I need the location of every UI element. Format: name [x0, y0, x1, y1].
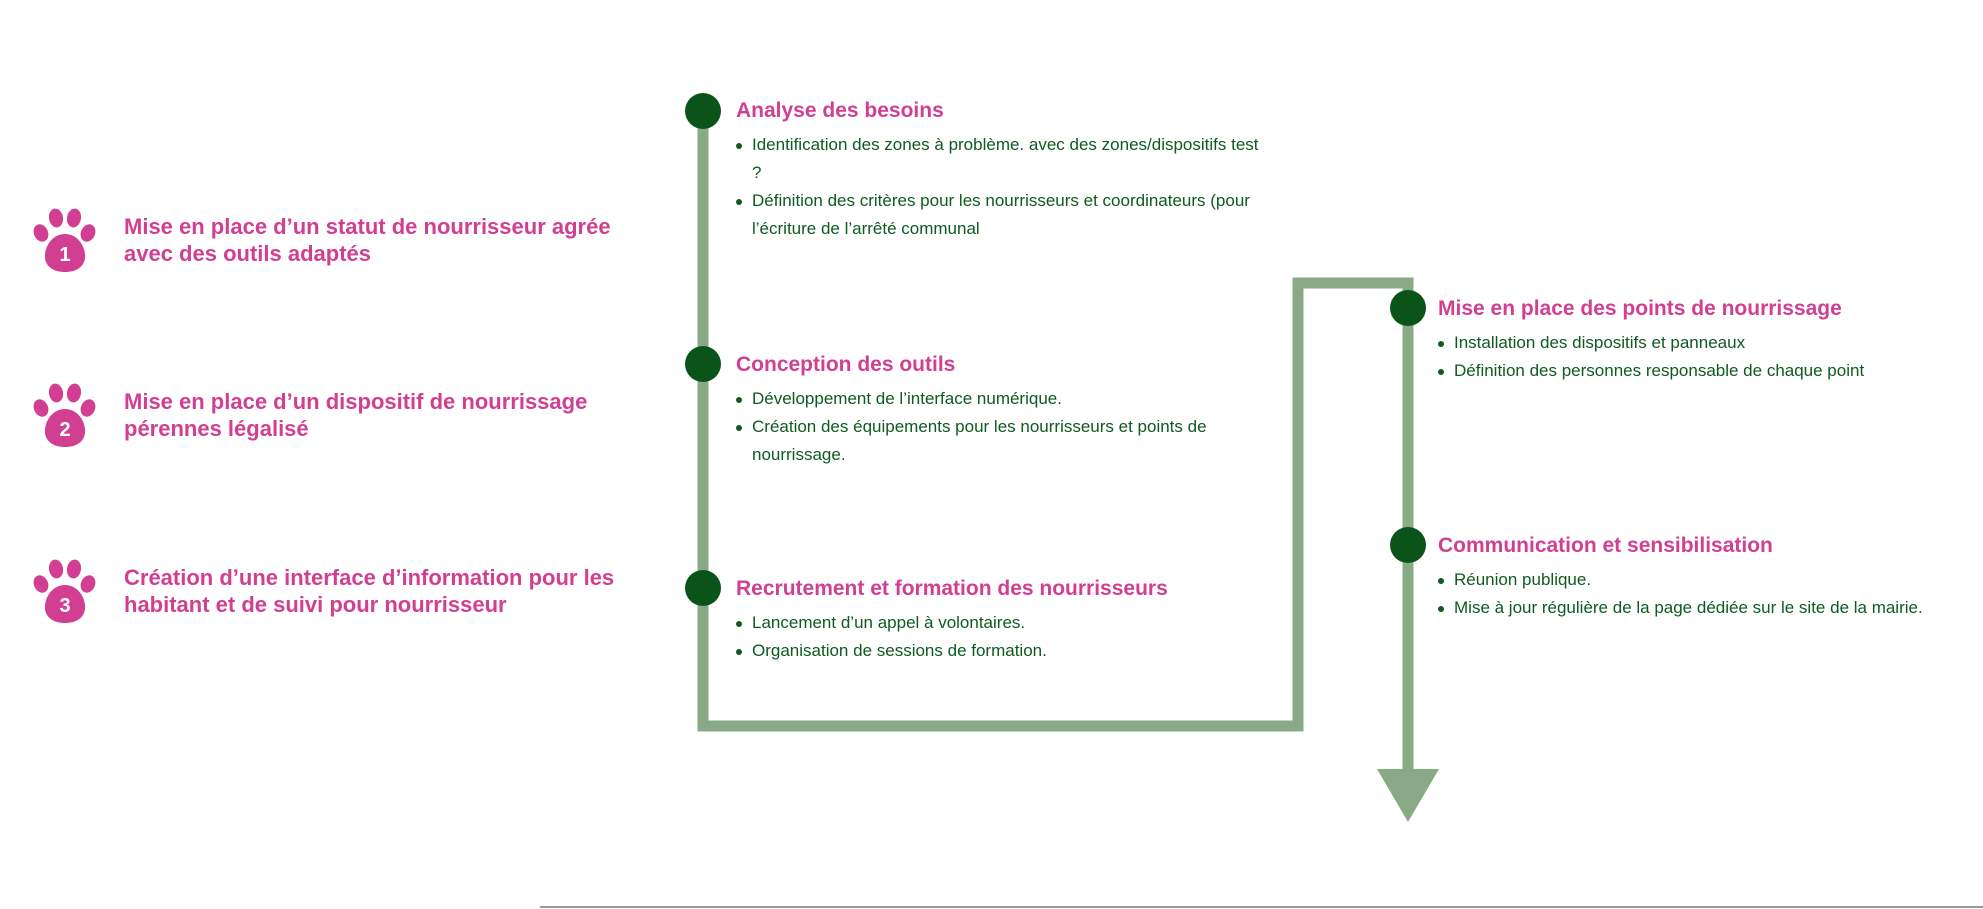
paw-print-icon: 3 — [33, 559, 96, 623]
arrow-down-icon — [1377, 769, 1439, 822]
objective-number: 2 — [59, 419, 70, 441]
step-bullet-list: Identification des zones à problème. ave… — [736, 131, 1266, 243]
step-bullet-list: Lancement d’un appel à volontaires. Orga… — [736, 609, 1266, 665]
step-1: Analyse des besoins Identification des z… — [736, 98, 1266, 243]
objective-label-line2: pérennes légalisé — [124, 416, 309, 441]
objective-label: Mise en place d’un dispositif de nourris… — [124, 388, 587, 442]
timeline-node-3 — [685, 570, 721, 606]
objective-label-line1: Mise en place d’un statut de nourrisseur… — [124, 214, 611, 239]
step-bullet-list: Réunion publique. Mise à jour régulière … — [1438, 566, 1978, 622]
step-title: Recrutement et formation des nourrisseur… — [736, 577, 1168, 600]
step-bullet: Installation des dispositifs et panneaux — [1438, 329, 1978, 357]
objective-label: Mise en place d’un statut de nourrisseur… — [124, 213, 611, 267]
objective-label-line2: habitant et de suivi pour nourrisseur — [124, 592, 507, 617]
timeline-node-2 — [685, 346, 721, 382]
step-bullet-list: Développement de l’interface numérique. … — [736, 385, 1266, 469]
step-4: Mise en place des points de nourrissage … — [1438, 296, 1978, 385]
step-bullet: Organisation de sessions de formation. — [736, 637, 1266, 665]
paw-print-icon: 2 — [33, 383, 96, 447]
step-bullet: Définition des personnes responsable de … — [1438, 357, 1978, 385]
step-bullet: Réunion publique. — [1438, 566, 1978, 594]
step-bullet: Identification des zones à problème. ave… — [736, 131, 1266, 187]
objective-label-line2: avec des outils adaptés — [124, 241, 371, 266]
step-bullet: Développement de l’interface numérique. — [736, 385, 1266, 413]
step-bullet: Création des équipements pour les nourri… — [736, 413, 1266, 469]
objective-2: 2 Mise en place d’un dispositif de nourr… — [30, 375, 640, 455]
step-title: Analyse des besoins — [736, 99, 944, 122]
paw-print-icon: 1 — [33, 208, 96, 272]
objective-number: 1 — [59, 244, 70, 266]
step-title: Communication et sensibilisation — [1438, 534, 1773, 557]
timeline-node-1 — [685, 93, 721, 129]
step-3: Recrutement et formation des nourrisseur… — [736, 576, 1266, 665]
step-title: Conception des outils — [736, 353, 956, 376]
objective-3: 3 Création d’une interface d’information… — [30, 551, 640, 631]
objective-1: 1 Mise en place d’un statut de nourrisse… — [30, 200, 640, 280]
timeline-node-5 — [1390, 527, 1426, 563]
objective-label-line1: Création d’une interface d’information p… — [124, 565, 615, 590]
step-bullet: Définition des critères pour les nourris… — [736, 187, 1266, 243]
step-bullet: Mise à jour régulière de la page dédiée … — [1438, 594, 1978, 622]
objective-number: 3 — [59, 595, 70, 617]
step-title: Mise en place des points de nourrissage — [1438, 297, 1842, 320]
step-2: Conception des outils Développement de l… — [736, 352, 1266, 469]
timeline-connector — [697, 112, 1414, 772]
bottom-divider — [540, 906, 1983, 908]
timeline-node-4 — [1390, 290, 1426, 326]
step-5: Communication et sensibilisation Réunion… — [1438, 533, 1978, 622]
objective-label: Création d’une interface d’information p… — [124, 564, 614, 618]
step-bullet-list: Installation des dispositifs et panneaux… — [1438, 329, 1978, 385]
step-bullet: Lancement d’un appel à volontaires. — [736, 609, 1266, 637]
objective-label-line1: Mise en place d’un dispositif de nourris… — [124, 389, 588, 414]
